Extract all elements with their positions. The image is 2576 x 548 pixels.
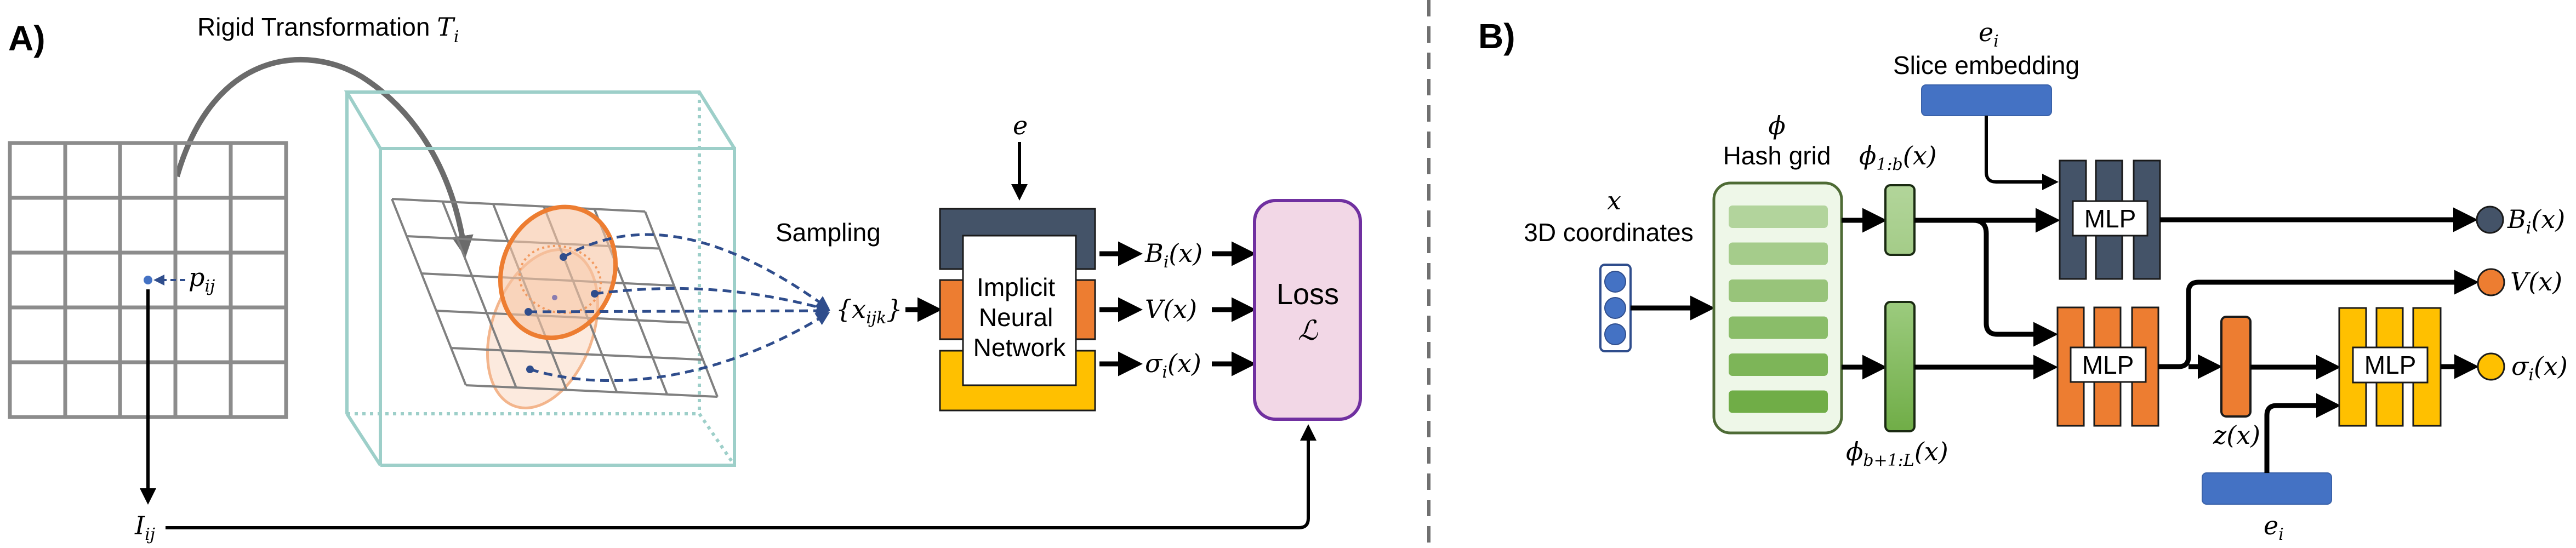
phi-low-to-mlp2-arrow bbox=[1973, 218, 2058, 347]
latent-vector bbox=[2220, 316, 2252, 418]
samples-label: {xijk} bbox=[836, 294, 903, 328]
transformed-grid-line bbox=[391, 198, 467, 386]
hash-level bbox=[1729, 353, 1828, 376]
implicit-neural-network: Implicit Neural Network bbox=[939, 208, 1096, 412]
slice-embedding-title: Slice embedding bbox=[1893, 51, 2079, 79]
output-variance: σi(x) bbox=[1145, 349, 1201, 382]
slice-embedding-vector-bottom bbox=[2202, 472, 2332, 505]
rigid-transformation-title: Rigid Transformation Ti bbox=[197, 12, 459, 47]
pixel-label: pij bbox=[189, 262, 215, 296]
output-bias-field: Bi(x) bbox=[1144, 238, 1202, 272]
mlp-volume-label: MLP bbox=[2082, 351, 2134, 379]
loss-title: Loss bbox=[1276, 278, 1339, 311]
hash-level bbox=[1729, 316, 1828, 339]
latent-label: z(x) bbox=[2213, 420, 2260, 450]
ellipsoid-center bbox=[552, 295, 557, 300]
coords-vector bbox=[1599, 264, 1632, 352]
phi-low-features bbox=[1884, 184, 1916, 256]
hash-symbol: ϕ bbox=[1768, 111, 1785, 140]
bottom-embedding-label: ei bbox=[2264, 511, 2284, 544]
phi-low-label: ϕ1:b(x) bbox=[1859, 141, 1937, 174]
panel-a: A) Rigid Transformation Ti pij Iij bbox=[8, 12, 1362, 544]
transformed-grid-line bbox=[465, 384, 718, 398]
output-variance-label: σi(x) bbox=[2511, 351, 2568, 385]
phi-high-features bbox=[1884, 301, 1916, 432]
network-label: Implicit Neural Network bbox=[973, 273, 1067, 362]
loss-block: Loss ℒ bbox=[1253, 199, 1362, 421]
sampling-label: Sampling bbox=[776, 218, 881, 247]
output-volume-node bbox=[2477, 268, 2505, 296]
mlp-volume-to-v-arrow bbox=[2158, 270, 2479, 369]
mlp-bias-label: MLP bbox=[2084, 204, 2136, 233]
embedding-to-mlp3-arrow bbox=[2264, 393, 2341, 473]
coords-title: 3D coordinates bbox=[1524, 218, 1693, 247]
panel-a-label: A) bbox=[8, 19, 45, 58]
hash-level bbox=[1729, 242, 1828, 265]
volume-box bbox=[344, 90, 736, 467]
transformed-grid-line bbox=[441, 201, 517, 388]
mlp-bias: MLP bbox=[2059, 159, 2161, 280]
hash-level bbox=[1729, 390, 1828, 413]
hash-level bbox=[1729, 206, 1828, 228]
transformed-grid-line bbox=[391, 198, 646, 213]
embedding-e-label: e bbox=[1013, 111, 1028, 140]
output-variance-node bbox=[2477, 352, 2505, 381]
loss-symbol: ℒ bbox=[1298, 315, 1318, 346]
pixel-point bbox=[144, 276, 152, 284]
transformed-grid-line bbox=[451, 347, 703, 361]
mlp-volume: MLP bbox=[2056, 306, 2159, 427]
hash-grid bbox=[1712, 181, 1843, 435]
embedding-to-mlp1-arrow bbox=[1985, 116, 2059, 190]
hash-title: Hash grid bbox=[1723, 141, 1831, 170]
transformed-grid-line bbox=[644, 211, 719, 397]
hash-level bbox=[1729, 279, 1828, 302]
coords-symbol: x bbox=[1607, 186, 1621, 215]
panel-b-label: B) bbox=[1478, 16, 1515, 56]
output-bias-label: Bi(x) bbox=[2507, 204, 2565, 238]
rigid-transformation-arrow bbox=[174, 56, 474, 258]
slice-embedding-vector-top bbox=[1921, 84, 2052, 116]
output-bias-node bbox=[2476, 206, 2504, 234]
mlp-variance: MLP bbox=[2338, 307, 2442, 427]
phi-high-label: ϕb+1:L(x) bbox=[1846, 437, 1948, 470]
ellipsoid-inner-dotted bbox=[518, 244, 602, 315]
intensity-to-loss-line bbox=[166, 424, 1317, 529]
mlp-variance-label: MLP bbox=[2364, 351, 2417, 379]
sampling-curves bbox=[525, 233, 830, 383]
slice-embedding-symbol: ei bbox=[1979, 18, 1999, 51]
intensity-label: Iij bbox=[134, 511, 155, 544]
panel-b: B) ei Slice embedding x 3D coordinates ϕ… bbox=[1478, 16, 2568, 544]
output-volume-label: V(x) bbox=[2510, 267, 2562, 296]
output-volume: V(x) bbox=[1145, 294, 1197, 324]
network-outputs: Bi(x) V(x) σi(x) bbox=[1099, 238, 1256, 382]
